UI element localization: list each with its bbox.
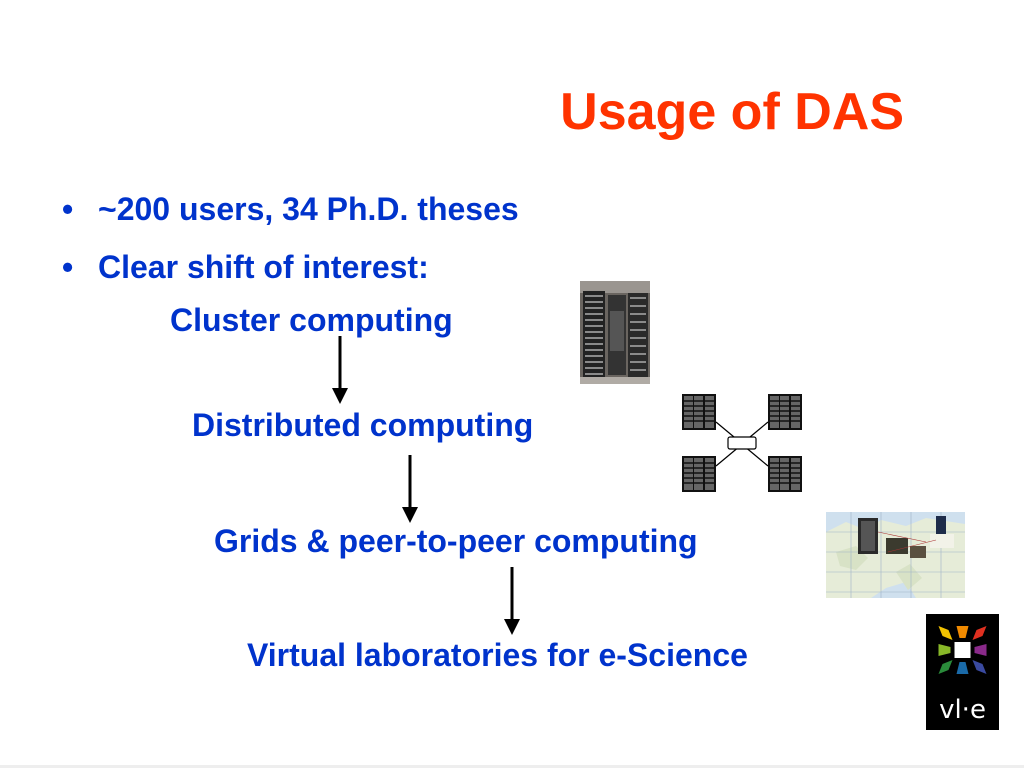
step-virtual-laboratories: Virtual laboratories for e-Science: [247, 637, 748, 673]
step-cluster-computing: Cluster computing: [170, 302, 453, 338]
bullet-text: ~200 users, 34 Ph.D. theses: [98, 191, 519, 227]
down-arrow-icon: [504, 567, 520, 635]
vle-logo: vl·e: [926, 614, 999, 730]
bullet-item-users: • ~200 users, 34 Ph.D. theses: [62, 191, 519, 228]
vle-logo-text: vl·e: [939, 695, 986, 725]
bullet-marker: •: [62, 249, 74, 285]
distributed-network-diagram: [681, 393, 803, 493]
cluster-rack-photo: [580, 281, 650, 384]
footer-divider: [0, 765, 1024, 768]
step-grids-p2p: Grids & peer-to-peer computing: [214, 523, 698, 559]
down-arrow-icon: [402, 455, 418, 523]
bullet-text: Clear shift of interest:: [98, 249, 429, 285]
slide-title: Usage of DAS: [560, 83, 904, 141]
bullet-marker: •: [62, 191, 74, 227]
down-arrow-icon: [332, 336, 348, 404]
grid-europe-map: [826, 512, 965, 598]
bullet-item-shift: • Clear shift of interest:: [62, 249, 429, 286]
step-distributed-computing: Distributed computing: [192, 407, 534, 443]
